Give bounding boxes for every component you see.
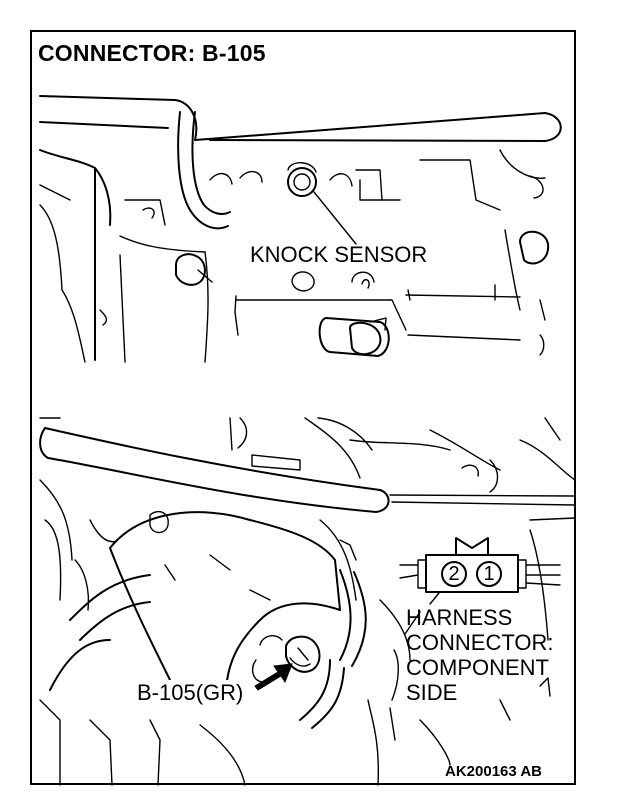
connector-b105-label: B-105(GR) — [135, 680, 246, 705]
harness-connector-pin-1: 1 — [476, 561, 502, 587]
top-engine-view — [39, 95, 562, 363]
harness-label-line-1: HARNESS — [406, 605, 513, 630]
harness-connector-pin-2: 2 — [441, 561, 467, 587]
knock-sensor-label: KNOCK SENSOR — [250, 242, 428, 267]
figure-id: AK200163 AB — [445, 763, 542, 780]
harness-label-line-3: COMPONENT — [406, 655, 549, 680]
bottom-engine-view — [39, 417, 576, 786]
harness-label-line-4: SIDE — [406, 680, 458, 705]
figure-title: CONNECTOR: B-105 — [38, 40, 266, 66]
figure-frame — [30, 30, 576, 785]
harness-label-line-2: CONNECTOR: — [406, 630, 554, 655]
